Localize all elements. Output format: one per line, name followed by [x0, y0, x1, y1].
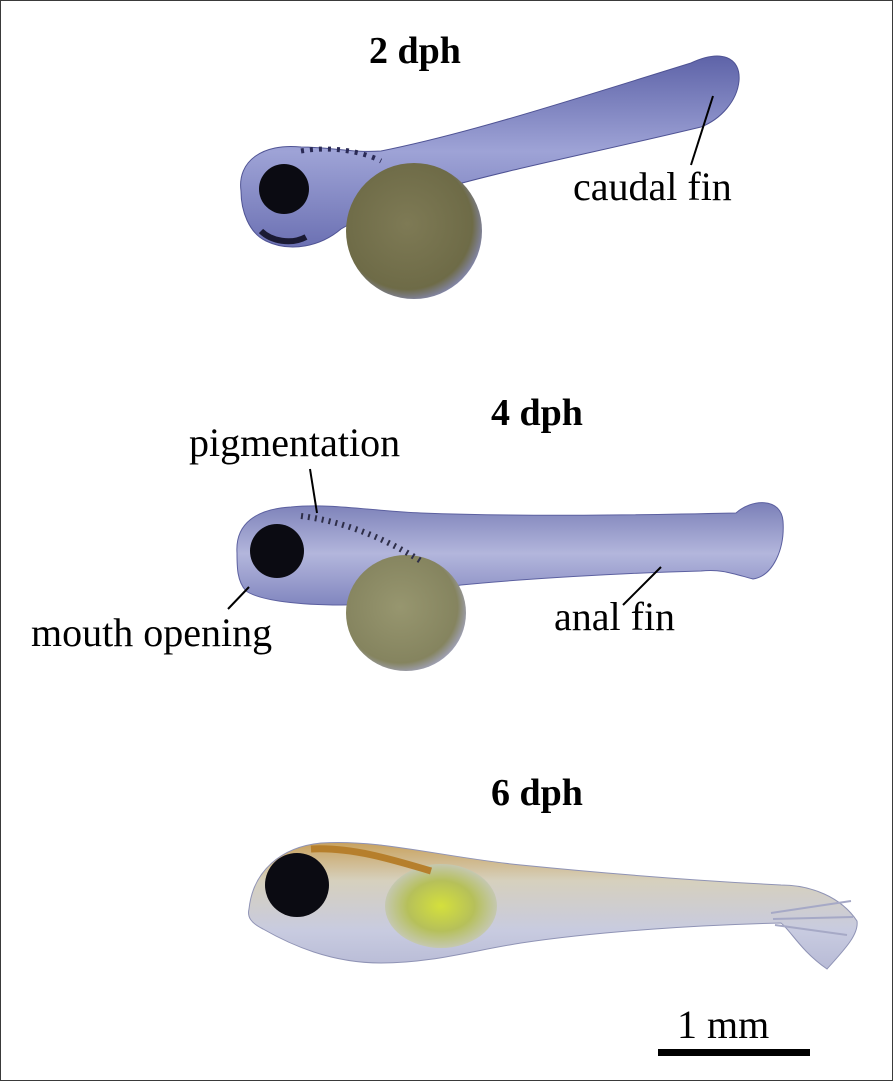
pigmentation-label: pigmentation	[189, 420, 401, 465]
larva-6dph-gut	[385, 864, 497, 948]
anal-fin-pointer	[622, 566, 662, 606]
larva-6dph-pigment	[310, 845, 433, 875]
pigmentation-pointer	[309, 468, 318, 514]
stage-label-2dph: 2 dph	[369, 30, 461, 72]
larva-4dph-eye	[250, 524, 304, 578]
larva-2dph-eye	[259, 164, 309, 214]
larva-2dph-pigment	[300, 146, 383, 164]
caudal-fin-label: caudal fin	[573, 164, 732, 209]
larva-4dph-body	[236, 502, 784, 606]
anal-fin-label: anal fin	[554, 594, 676, 639]
larva-6dph-eye	[265, 853, 329, 917]
larva-6dph	[248, 841, 858, 970]
stage-label-6dph: 6 dph	[491, 772, 583, 814]
larva-4dph	[227, 468, 784, 671]
caudal-fin-pointer	[690, 95, 714, 166]
scale-bar-label: 1 mm	[677, 1002, 770, 1047]
larva-6dph-body	[248, 841, 858, 970]
stage-label-4dph: 4 dph	[491, 392, 583, 434]
scale-bar	[658, 1049, 810, 1056]
larva-2dph	[240, 55, 740, 299]
larva-4dph-yolk	[346, 555, 466, 671]
larva-2dph-body	[240, 55, 740, 248]
larva-2dph-yolk	[346, 163, 482, 299]
mouth-opening-label: mouth opening	[31, 610, 273, 655]
mouth-opening-pointer	[227, 586, 250, 610]
larva-4dph-pigment	[300, 513, 423, 564]
